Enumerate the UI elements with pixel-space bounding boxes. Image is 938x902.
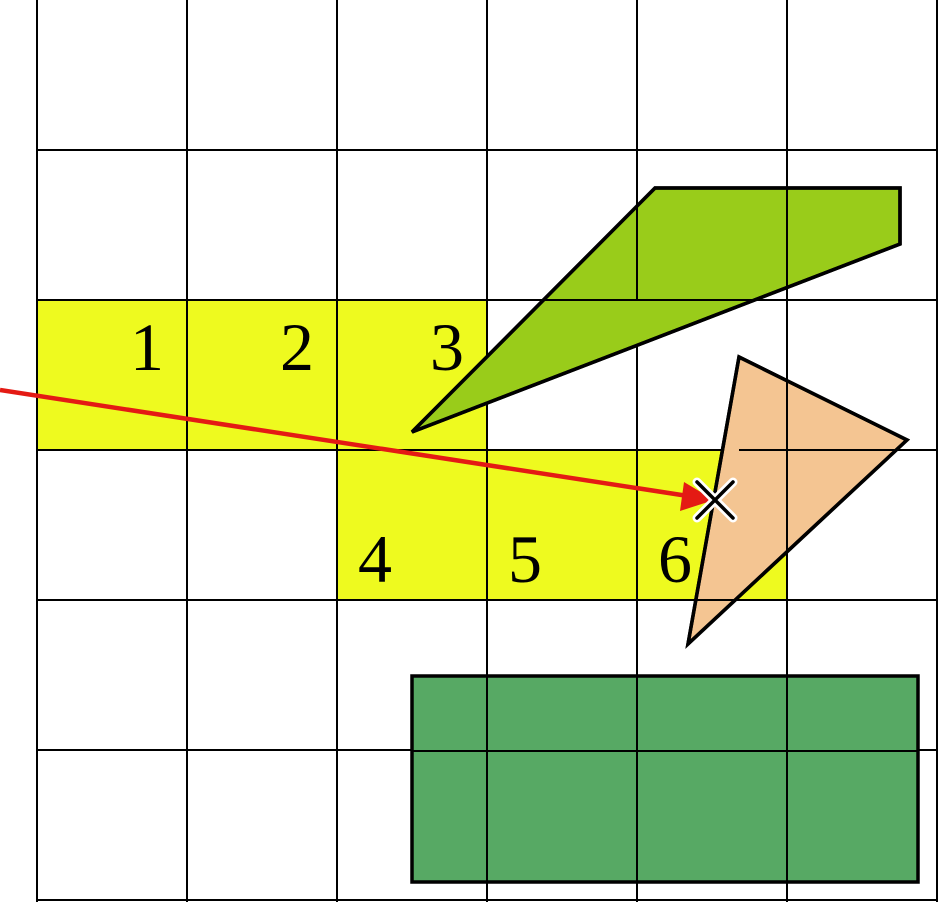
cell-number-4: 4 [358,521,392,597]
highlighted-cell-2 [187,300,337,450]
ray-line [0,387,689,499]
lime-shape-outline [410,186,902,434]
grid-lines [36,0,938,902]
x-cross-icon [692,477,738,523]
cell-labels: 1 2 3 4 5 6 [130,309,692,597]
green-rectangle [410,674,920,884]
cell-number-2: 2 [280,309,314,385]
cell-number-3: 3 [430,309,464,385]
highlighted-cell-4 [337,450,487,600]
cell-number-5: 5 [508,521,542,597]
highlighted-cells [37,300,787,600]
arrowhead-icon [680,482,714,511]
cell-number-6: 6 [658,521,692,597]
cell-number-1: 1 [130,309,164,385]
highlighted-cell-3 [337,300,487,450]
highlighted-cell-1 [37,300,187,450]
red-ray-arrow [0,387,714,511]
